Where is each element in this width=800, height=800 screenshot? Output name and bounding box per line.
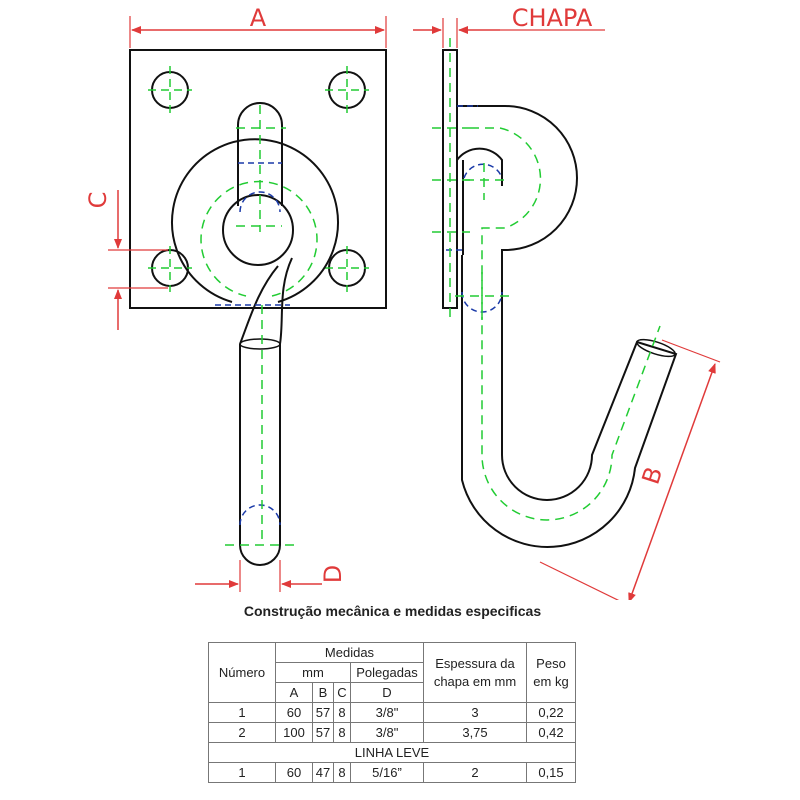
cell-a: 100 bbox=[275, 722, 313, 743]
plate-outline bbox=[129, 49, 387, 309]
section-linha-leve: LINHA LEVE bbox=[208, 742, 576, 763]
hook-tip-section bbox=[636, 338, 676, 358]
lower-shank bbox=[239, 344, 281, 566]
cell-peso: 0,22 bbox=[526, 702, 576, 723]
cell-c: 8 bbox=[333, 702, 351, 723]
cell-b: 57 bbox=[312, 722, 334, 743]
cell-c: 8 bbox=[333, 722, 351, 743]
cell-numero: 1 bbox=[208, 762, 276, 783]
hook-outline-inner bbox=[456, 147, 503, 255]
cell-numero: 2 bbox=[208, 722, 276, 743]
cell-b: 57 bbox=[312, 702, 334, 723]
header-peso: Peso em kg bbox=[526, 642, 576, 703]
upper-slot bbox=[237, 102, 283, 206]
cell-d: 5/16” bbox=[350, 762, 424, 783]
cell-espessura: 2 bbox=[423, 762, 527, 783]
header-d: D bbox=[350, 682, 424, 703]
dim-a bbox=[129, 16, 387, 48]
dim-d-label: D bbox=[319, 565, 347, 583]
dim-b bbox=[539, 339, 721, 600]
front-view: A C D bbox=[84, 4, 387, 592]
header-a: A bbox=[275, 682, 313, 703]
front-centerlines bbox=[200, 105, 318, 546]
header-espessura: Espessura da chapa em mm bbox=[423, 642, 527, 703]
hole-centerlines bbox=[148, 66, 369, 292]
dim-d bbox=[195, 560, 322, 592]
side-view: CHAPA B bbox=[413, 4, 721, 600]
cell-espessura: 3 bbox=[423, 702, 527, 723]
dim-chapa-label: CHAPA bbox=[512, 4, 593, 32]
cell-b: 47 bbox=[312, 762, 334, 783]
cell-d: 3/8" bbox=[350, 722, 424, 743]
header-b: B bbox=[312, 682, 334, 703]
cell-c: 8 bbox=[333, 762, 351, 783]
cell-espessura: 3,75 bbox=[423, 722, 527, 743]
dim-chapa bbox=[413, 18, 605, 48]
shank-section bbox=[239, 338, 281, 350]
cell-a: 60 bbox=[275, 762, 313, 783]
dim-b-label: B bbox=[637, 463, 669, 487]
table-row: 2 100 57 8 3/8" 3,75 0,42 bbox=[208, 722, 576, 743]
dim-a-label: A bbox=[250, 4, 267, 32]
hook-outline-outer bbox=[457, 105, 678, 548]
technical-drawing: A C D bbox=[84, 4, 721, 600]
spec-table-title: Construção mecânica e medidas especifica… bbox=[243, 603, 542, 619]
eye-ring-outer bbox=[171, 138, 339, 303]
header-numero: Número bbox=[208, 642, 276, 703]
dim-c-label: C bbox=[84, 192, 112, 209]
header-c: C bbox=[333, 682, 351, 703]
cell-peso: 0,42 bbox=[526, 722, 576, 743]
header-polegadas: Polegadas bbox=[350, 662, 424, 683]
side-hidden-lines bbox=[446, 105, 503, 313]
side-centerlines bbox=[432, 38, 661, 521]
eye-ring-inner bbox=[222, 194, 294, 266]
spec-table: Número Medidas Espessura da chapa em mm … bbox=[208, 642, 576, 783]
cell-peso: 0,15 bbox=[526, 762, 576, 783]
table-row: 1 60 47 8 5/16” 2 0,15 bbox=[208, 762, 576, 783]
table-row: 1 60 57 8 3/8" 3 0,22 bbox=[208, 702, 576, 723]
front-hidden-lines bbox=[215, 162, 290, 526]
cell-a: 60 bbox=[275, 702, 313, 723]
dim-c bbox=[108, 190, 168, 330]
header-medidas: Medidas bbox=[275, 642, 424, 663]
cell-numero: 1 bbox=[208, 702, 276, 723]
header-mm: mm bbox=[275, 662, 351, 683]
cell-d: 3/8" bbox=[350, 702, 424, 723]
